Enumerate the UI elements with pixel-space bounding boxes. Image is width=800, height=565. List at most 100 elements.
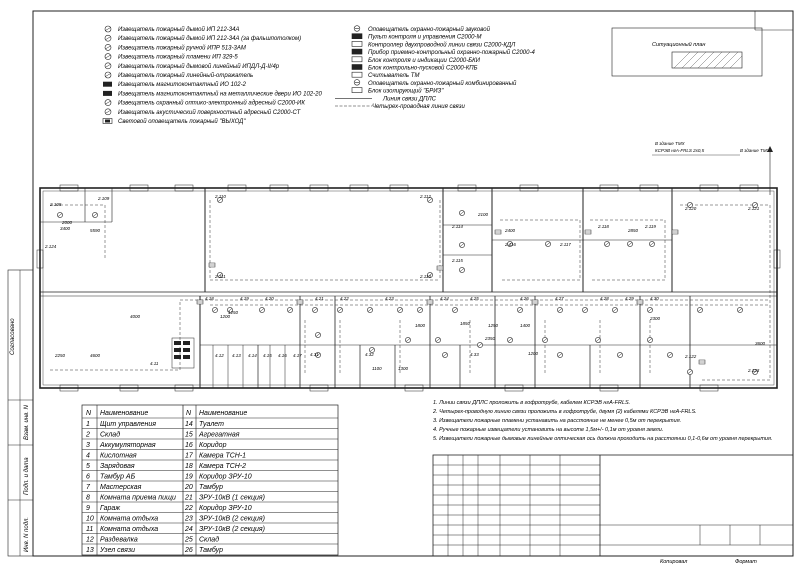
legend-left-icon-9 (104, 108, 112, 116)
smoke-detector-icon (647, 337, 653, 343)
room-number: 2.117 (559, 242, 571, 247)
table-row-number: 24 (184, 526, 193, 533)
legend-left-label-3: Извещатель пожарный пламени ИП 329-5 (118, 54, 238, 61)
room-number: 2.113 (419, 274, 431, 279)
dimension-label: 2300 (649, 316, 661, 321)
smoke-detector-icon (604, 241, 610, 247)
room-number: 2.119 (644, 224, 656, 229)
table-row-number: 12 (86, 537, 94, 544)
footer-format: Формат (735, 559, 757, 565)
room-number: 4.29 (625, 296, 634, 301)
dimension-label: 1300 (398, 366, 409, 371)
smoke-detector-icon (217, 272, 223, 278)
table-header-n-left: N (86, 410, 92, 417)
legend-left-icon-5 (104, 71, 112, 79)
smoke-detector-icon (452, 307, 458, 313)
smoke-detector-icon (697, 307, 703, 313)
smoke-detector-icon (417, 307, 423, 313)
smoke-detector-icon (397, 307, 403, 313)
smoke-detector-icon (737, 307, 743, 313)
isolator-icon (584, 229, 592, 235)
table-row-number: 23 (184, 516, 193, 523)
room-number: 4.19 (240, 296, 249, 301)
smoke-detector-icon (595, 337, 601, 343)
legend-left-icon-4 (104, 62, 112, 70)
table-row-number: 3 (86, 442, 90, 449)
dimension-label: 5590 (90, 228, 101, 233)
legend-right-label-6: Считыватель ТМ (368, 73, 419, 79)
table-row-name: Склад (100, 431, 120, 439)
legend-right-label-4: Блок контроля и индикации С2000-БКИ (368, 58, 481, 64)
stamp-sign-date: Подп. и дата (24, 457, 30, 495)
table-header-n-right: N (186, 410, 192, 417)
table-row-name: Гараж (100, 505, 121, 512)
smoke-detector-icon (627, 241, 633, 247)
smoke-detector-icon (217, 197, 223, 203)
room-number: 2.120 (684, 206, 697, 211)
legend-right-icon-5 (351, 64, 363, 70)
smoke-detector-icon (542, 337, 548, 343)
legend-right-label-8: Блок изолирующий "БРИЗ" (368, 88, 444, 95)
table-row-name: Щит управления (100, 421, 156, 428)
room-number: 2.122 (684, 354, 697, 359)
room-number: 4.13 (232, 353, 241, 358)
room-number: 4.33 (470, 352, 479, 357)
room-number: 2.124 (44, 244, 57, 249)
smoke-detector-icon (427, 272, 433, 278)
smoke-detector-icon (212, 307, 218, 313)
table-row-name: Раздевалка (100, 536, 138, 544)
dimension-label: 1850 (460, 321, 471, 326)
table-row-number: 8 (86, 495, 90, 502)
room-number: 4.22 (340, 296, 349, 301)
smoke-detector-icon (337, 307, 343, 313)
isolator-icon (208, 262, 216, 268)
room-number: 4.17 (293, 353, 302, 358)
table-row-number: 1 (86, 421, 90, 428)
table-row-name: ЗРУ-10кВ (1 секция) (199, 495, 265, 502)
table-row-number: 22 (184, 505, 193, 512)
smoke-detector-icon (617, 352, 623, 358)
table-row-number: 16 (185, 442, 193, 449)
side-stamp: Согласовано Взам. инв. N Подп. и дата Ин… (7, 269, 34, 557)
cable-runs (50, 200, 771, 381)
table-row-number: 2 (85, 432, 90, 439)
dimension-label: 1250 (228, 310, 239, 315)
table-row-name: Агрегатная (198, 432, 240, 439)
room-number: 4.12 (215, 353, 224, 358)
dimension-label: 2850 (627, 228, 639, 233)
table-row-number: 5 (86, 463, 90, 470)
note-1: 1. Линии связи ДПЛС проложить в гофротру… (433, 400, 630, 406)
smoke-detector-icon (259, 307, 265, 313)
legend-right-icon-3 (351, 48, 363, 55)
table-row-name: Комната приема пищи (100, 495, 176, 502)
isolator-icon (698, 359, 706, 365)
dimension-label: 4600 (90, 353, 101, 358)
table-row-name: Коридор ЗРУ-10 (199, 504, 252, 512)
smoke-detector-icon (557, 352, 563, 358)
stamp-agreed: Согласовано (10, 318, 16, 355)
smoke-detector-icon (752, 202, 758, 208)
legend-right-icon-4 (351, 56, 363, 63)
control-panel (171, 337, 195, 369)
dimension-label: 2100 (477, 212, 489, 217)
room-number: 4.28 (600, 296, 609, 301)
table-row-name: Кислотная (100, 453, 137, 460)
table-row-number: 25 (184, 537, 193, 544)
isolator-icon (636, 299, 644, 305)
isolator-icon (671, 229, 679, 235)
dimension-label: 1800 (415, 323, 426, 328)
smoke-detector-icon (687, 202, 693, 208)
dimension-label: 1250 (488, 323, 499, 328)
note-2: 2. Четырех-проводную линию связи проложи… (432, 409, 697, 415)
room-number: 2.123 (747, 368, 760, 373)
room-number: 4.11 (150, 361, 159, 366)
isolator-icon (196, 299, 204, 305)
room-number: 4.26 (520, 296, 529, 301)
table-row-name: Аккумуляторная (99, 442, 156, 449)
table-row-number: 18 (185, 463, 193, 470)
legend-left-icon-0 (104, 25, 112, 33)
title-block (432, 454, 794, 557)
room-number: 4.18 (205, 296, 214, 301)
